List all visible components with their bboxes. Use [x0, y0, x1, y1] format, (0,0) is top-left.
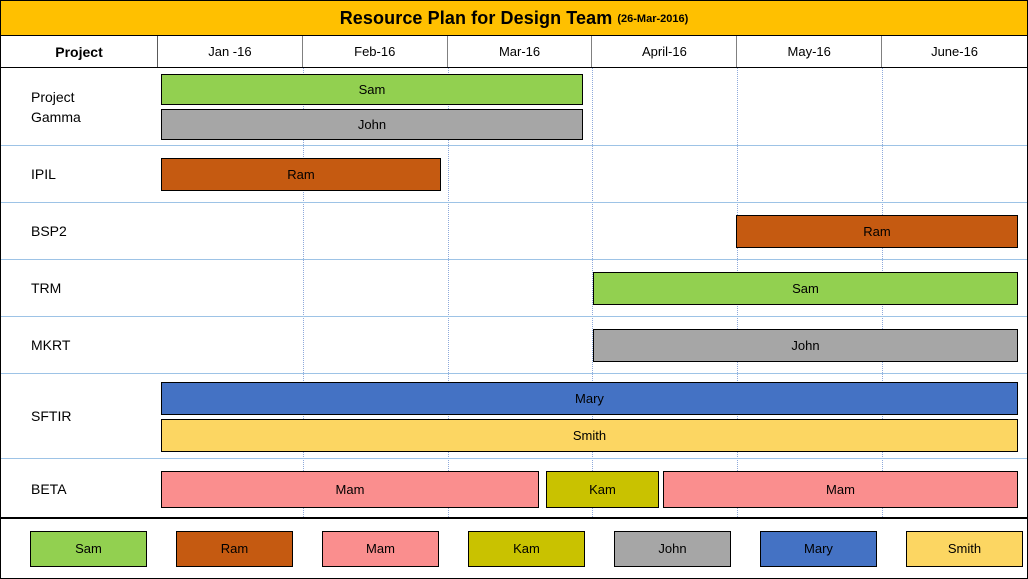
column-header-month-3: Mar-16 — [448, 36, 593, 67]
legend-chip-john[interactable]: John — [614, 530, 731, 567]
gantt-bar-ram[interactable]: Ram — [161, 158, 441, 191]
month-gridline-2 — [447, 68, 449, 517]
project-label: MKRT — [31, 337, 71, 353]
gantt-bar-smith[interactable]: Smith — [161, 419, 1018, 452]
month-gridline-1 — [302, 68, 304, 517]
gantt-row[interactable]: IPIL Ram — [1, 146, 1027, 203]
column-header-month-5: May-16 — [737, 36, 883, 67]
project-label: Project Gamma — [31, 88, 81, 125]
gantt-row[interactable]: TRM Sam — [1, 260, 1027, 317]
project-column-divider — [158, 68, 159, 517]
project-label: IPIL — [31, 166, 56, 182]
month-gridline-3 — [592, 68, 594, 517]
project-label: BSP2 — [31, 223, 67, 239]
legend-chip-mam[interactable]: Mam — [322, 530, 439, 567]
column-header-month-2: Feb-16 — [303, 36, 448, 67]
title-date: (26-Mar-2016) — [617, 13, 689, 25]
gantt-bar-sam[interactable]: Sam — [161, 74, 583, 105]
column-header-project: Project — [1, 36, 158, 67]
page-title: Resource Plan for Design Team — [339, 7, 613, 28]
legend-chip-ram[interactable]: Ram — [176, 530, 293, 567]
gantt-row[interactable]: MKRT John — [1, 317, 1027, 374]
legend-chip-sam[interactable]: Sam — [30, 530, 147, 567]
month-gridline-6 — [1026, 68, 1027, 517]
project-label: TRM — [31, 280, 62, 296]
gantt-bar-john[interactable]: John — [161, 109, 583, 140]
gantt-bar-mam[interactable]: Mam — [663, 471, 1018, 508]
gantt-bar-mary[interactable]: Mary — [161, 382, 1018, 415]
title-bar: Resource Plan for Design Team (26-Mar-20… — [1, 1, 1027, 36]
legend-chip-mary[interactable]: Mary — [760, 530, 877, 567]
column-header-month-1: Jan -16 — [158, 36, 303, 67]
gantt-bar-mam[interactable]: Mam — [161, 471, 539, 508]
gantt-bar-ram[interactable]: Ram — [736, 215, 1018, 248]
gantt-bar-john[interactable]: John — [593, 329, 1018, 362]
legend: Sam Ram Mam Kam John Mary Smith — [1, 518, 1027, 578]
gantt-bar-kam[interactable]: Kam — [546, 471, 659, 508]
project-label: SFTIR — [31, 408, 72, 424]
legend-chip-kam[interactable]: Kam — [468, 530, 585, 567]
column-header-month-6: June-16 — [931, 44, 979, 59]
project-label: BETA — [31, 480, 67, 497]
gantt-bar-sam[interactable]: Sam — [593, 272, 1018, 305]
column-header-month-4: April-16 — [592, 36, 738, 67]
legend-chip-smith[interactable]: Smith — [906, 530, 1023, 567]
gantt-row[interactable]: BSP2 Ram — [1, 203, 1027, 260]
